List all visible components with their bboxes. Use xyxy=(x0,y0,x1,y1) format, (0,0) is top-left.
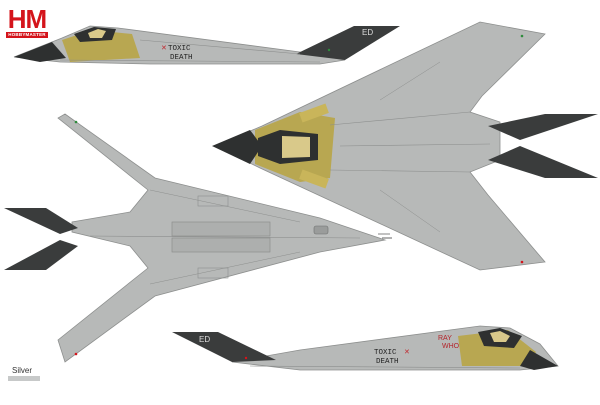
side-view-right-nav-light xyxy=(244,356,248,360)
top-view-inlet-grille xyxy=(299,169,329,189)
top-view-tail-lower xyxy=(488,146,598,178)
top-view-canopy-glass xyxy=(282,136,310,158)
bottom-view-bay-door xyxy=(171,237,271,253)
bottom-view-bay-door xyxy=(171,221,271,237)
side-view-right-nose-art-line1: TOXIC xyxy=(374,349,397,357)
side-view-left-nav-light xyxy=(327,48,331,52)
side-view-left-panel-line xyxy=(59,59,321,63)
side-view-left-tail xyxy=(296,26,400,60)
side-view-left-panel-line xyxy=(139,39,301,55)
side-view-right: ED TOXIC DEATH ✕ RAY WHO xyxy=(172,325,559,371)
side-view-left: ED TOXIC DEATH ✕ xyxy=(13,25,400,65)
bottom-view-panel-line xyxy=(149,189,301,223)
top-view-nose xyxy=(212,130,262,164)
side-view-left-nose-art-line2: DEATH xyxy=(170,54,193,62)
bottom-view-tail-upper xyxy=(4,208,78,234)
color-swatch xyxy=(8,376,40,381)
bottom-view-nav-light xyxy=(74,120,78,124)
top-view-nav-light xyxy=(520,260,524,264)
bottom-view-nose-gear-door xyxy=(313,225,329,235)
bottom-view-nav-light xyxy=(74,352,78,356)
bottom-view-gear-door xyxy=(197,195,229,207)
bottom-view-gear-door xyxy=(197,267,229,279)
side-view-left-kill-mark: ✕ xyxy=(161,44,167,52)
bottom-view-panel-line xyxy=(149,251,301,285)
top-view-panel-line xyxy=(379,61,441,101)
side-view-left-canopy-glass xyxy=(88,29,106,38)
top-view-panel-line xyxy=(329,169,471,173)
hobbymaster-logo: HM HOBBYMASTER xyxy=(6,6,48,40)
top-view xyxy=(212,21,598,271)
bottom-view xyxy=(4,113,392,363)
side-view-left-nose-art-line1: TOXIC xyxy=(168,45,191,53)
top-view-inlet-grille xyxy=(299,103,329,123)
color-swatch-label: Silver xyxy=(12,366,33,375)
side-view-right-pilot-name-line1: RAY xyxy=(438,335,452,342)
top-view-panel-line xyxy=(379,189,441,233)
side-view-right-panel-line xyxy=(249,365,521,369)
side-view-right-tail xyxy=(172,332,276,362)
bottom-view-panel-line xyxy=(89,235,361,239)
side-view-right-nose-art-line2: DEATH xyxy=(376,358,399,366)
side-view-right-tail-code: ED xyxy=(199,335,210,344)
top-view-wings xyxy=(214,21,546,271)
side-view-right-kill-mark: ✕ xyxy=(404,348,410,356)
bottom-view-tail-lower xyxy=(4,240,78,270)
side-view-right-nose xyxy=(520,350,558,370)
logo-mark: HM xyxy=(7,4,47,34)
top-view-nav-light xyxy=(520,34,524,38)
top-view-tail-upper xyxy=(488,114,598,140)
side-view-left-nose xyxy=(14,42,66,62)
side-view-right-pilot-name-line2: WHO xyxy=(442,343,460,350)
top-view-panel-line xyxy=(339,143,491,147)
side-view-right-canopy-glass xyxy=(490,331,510,342)
logo-subtitle: HOBBYMASTER xyxy=(6,32,48,38)
side-view-left-tail-code: ED xyxy=(362,28,373,37)
top-view-panel-line xyxy=(329,111,471,126)
